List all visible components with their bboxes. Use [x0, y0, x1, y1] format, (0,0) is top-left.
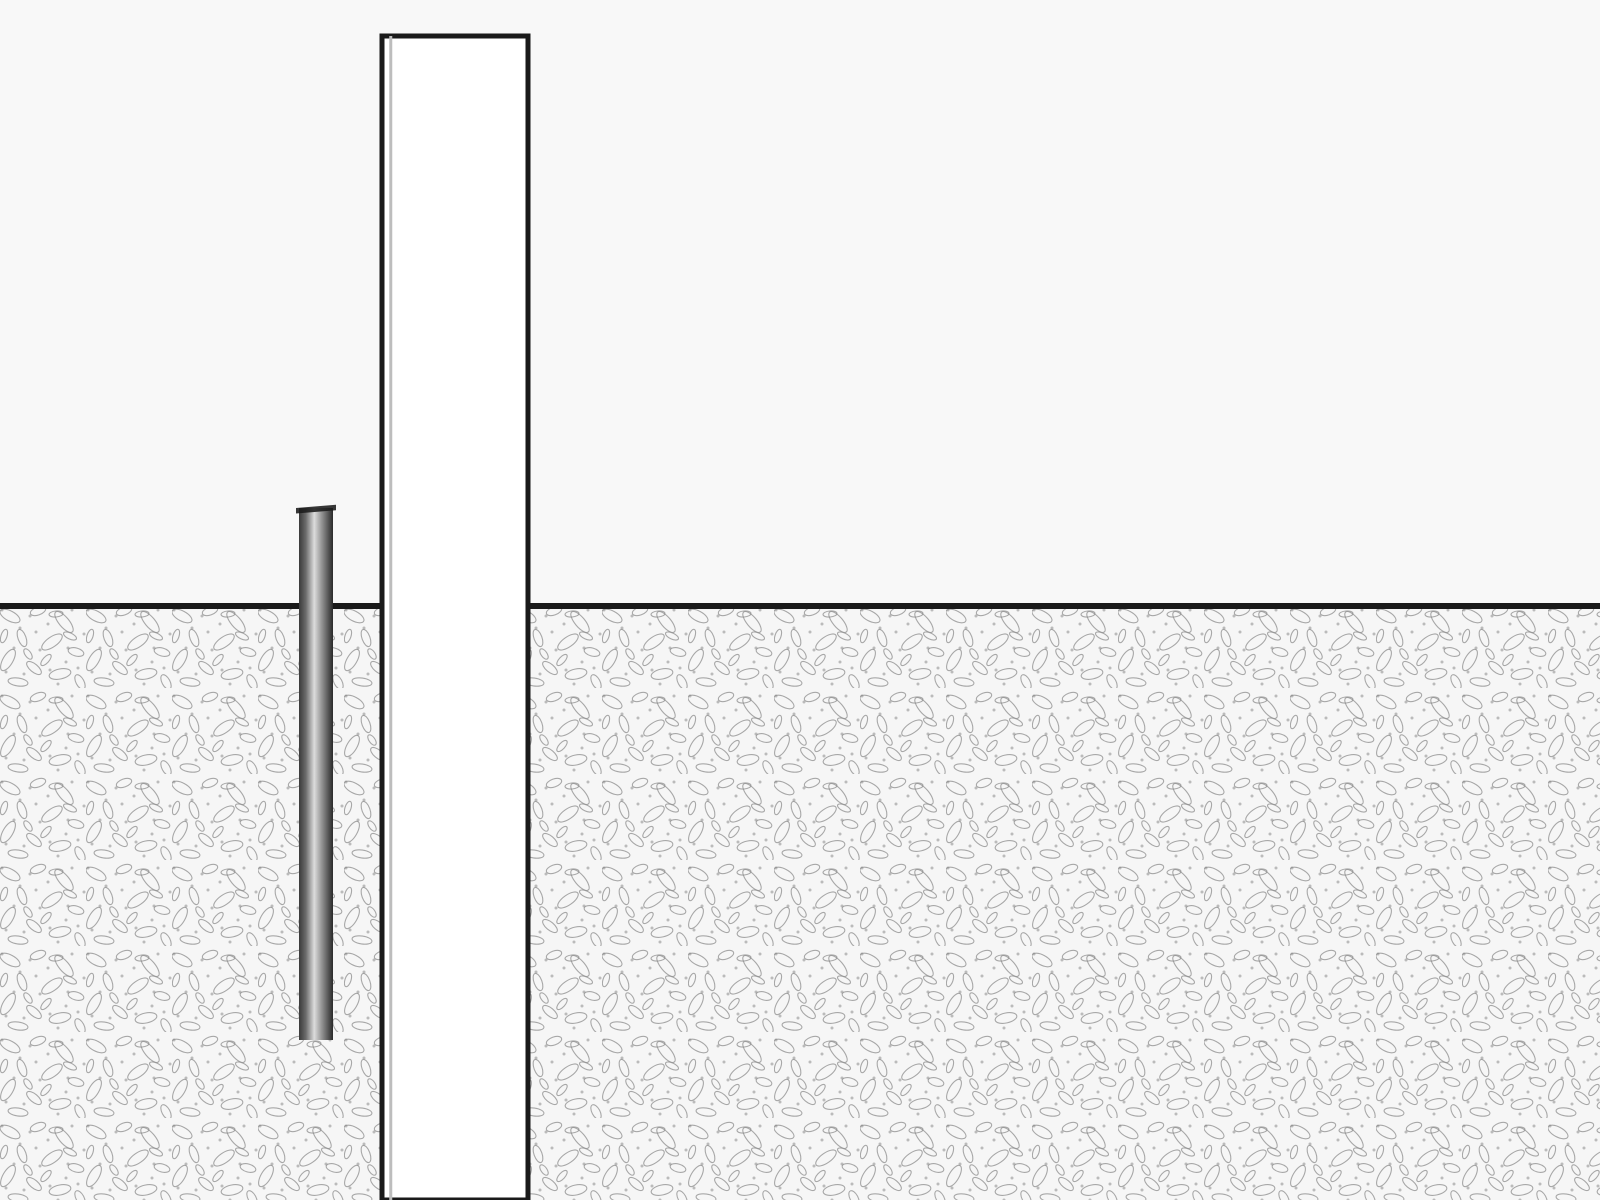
anchor-rod-left-shaft — [296, 504, 336, 1040]
post — [379, 33, 531, 1200]
post-body — [379, 33, 531, 1200]
anchor-rod-left-shaft-body — [299, 508, 333, 1040]
ground-fill — [0, 606, 1600, 1200]
main-view — [296, 33, 531, 1200]
anchor-rod-left-shaft-thread — [296, 504, 336, 514]
anchor-rod-left — [296, 504, 336, 1040]
